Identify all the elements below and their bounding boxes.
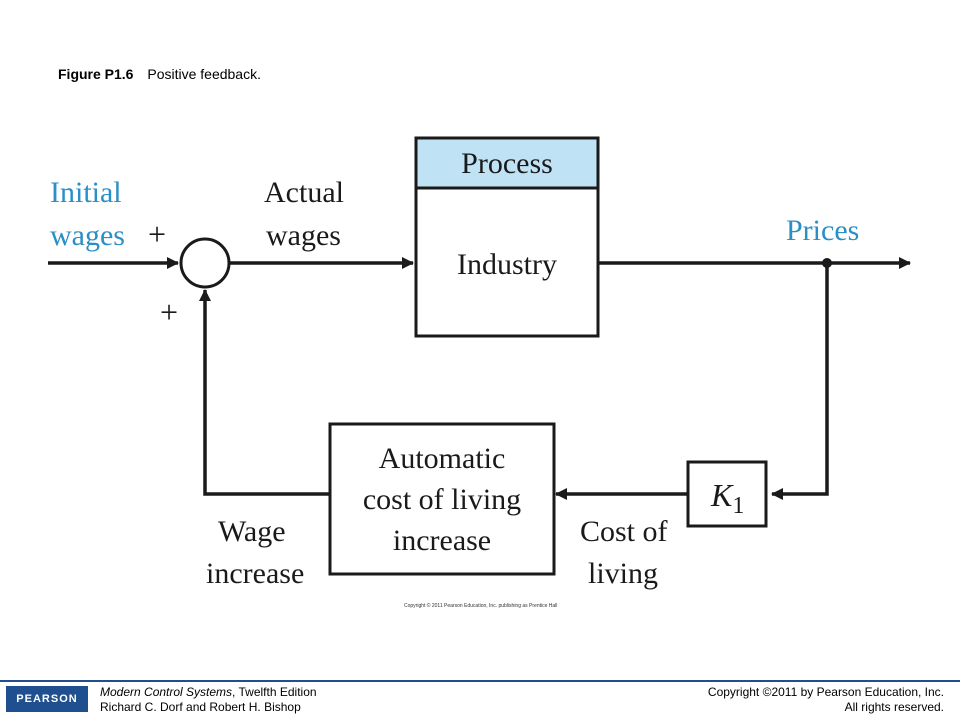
feedback-block-line3: increase [393, 524, 491, 557]
gain-block [686, 460, 768, 528]
figure-number: Figure P1.6 [58, 66, 134, 82]
wage-increase-label-line1: Wage [218, 515, 286, 548]
footer-divider [0, 680, 960, 682]
initial-wages-label-line2: wages [50, 219, 125, 252]
book-title: Modern Control Systems [100, 685, 233, 699]
initial-wages-label-line1: Initial [50, 176, 122, 209]
sum-plus-bottom: + [160, 294, 178, 330]
copyright-line: Copyright ©2011 by Pearson Education, In… [707, 685, 944, 699]
book-info: Modern Control Systems, Twelfth Edition … [100, 685, 317, 715]
diagram-credit: Copyright © 2011 Pearson Education, Inc.… [404, 603, 558, 609]
feedback-block-line1: Automatic [379, 442, 506, 475]
figure-caption: Figure P1.6 Positive feedback. [58, 66, 261, 82]
book-edition: , Twelfth Edition [232, 685, 317, 699]
figure-title: Positive feedback. [147, 66, 261, 82]
wage-increase-label-line2: increase [206, 557, 304, 590]
gain-subscript: 1 [732, 493, 744, 519]
book-authors: Richard C. Dorf and Robert H. Bishop [100, 700, 301, 714]
block-diagram: Initial wages + + Actual wages Process I… [48, 136, 911, 590]
wage-increase-line [199, 289, 330, 496]
actual-wages-label-line1: Actual [264, 176, 344, 209]
feedback-pickoff-line [771, 263, 829, 500]
cost-of-living-label-line1: Cost of [580, 515, 668, 548]
prices-label: Prices [786, 214, 859, 247]
process-header-label: Process [461, 147, 553, 180]
gain-symbol: K [710, 477, 734, 513]
actual-wages-label-line2: wages [266, 219, 341, 252]
feedback-block [328, 422, 556, 576]
copyright-info: Copyright ©2011 by Pearson Education, In… [708, 685, 944, 715]
book-title-line: Modern Control Systems, Twelfth Edition [100, 685, 317, 700]
rights-line: All rights reserved. [844, 700, 944, 714]
process-header [414, 136, 600, 190]
cost-of-living-label-line2: living [588, 557, 658, 590]
gain-label: K1 [710, 477, 744, 519]
feedback-block-line2: cost of living [363, 483, 521, 516]
pearson-logo: PEARSON [6, 686, 88, 712]
slide-footer: PEARSON Modern Control Systems, Twelfth … [0, 680, 960, 720]
sum-plus-top: + [148, 216, 166, 252]
summing-junction [179, 237, 231, 289]
process-body-label: Industry [457, 248, 557, 281]
